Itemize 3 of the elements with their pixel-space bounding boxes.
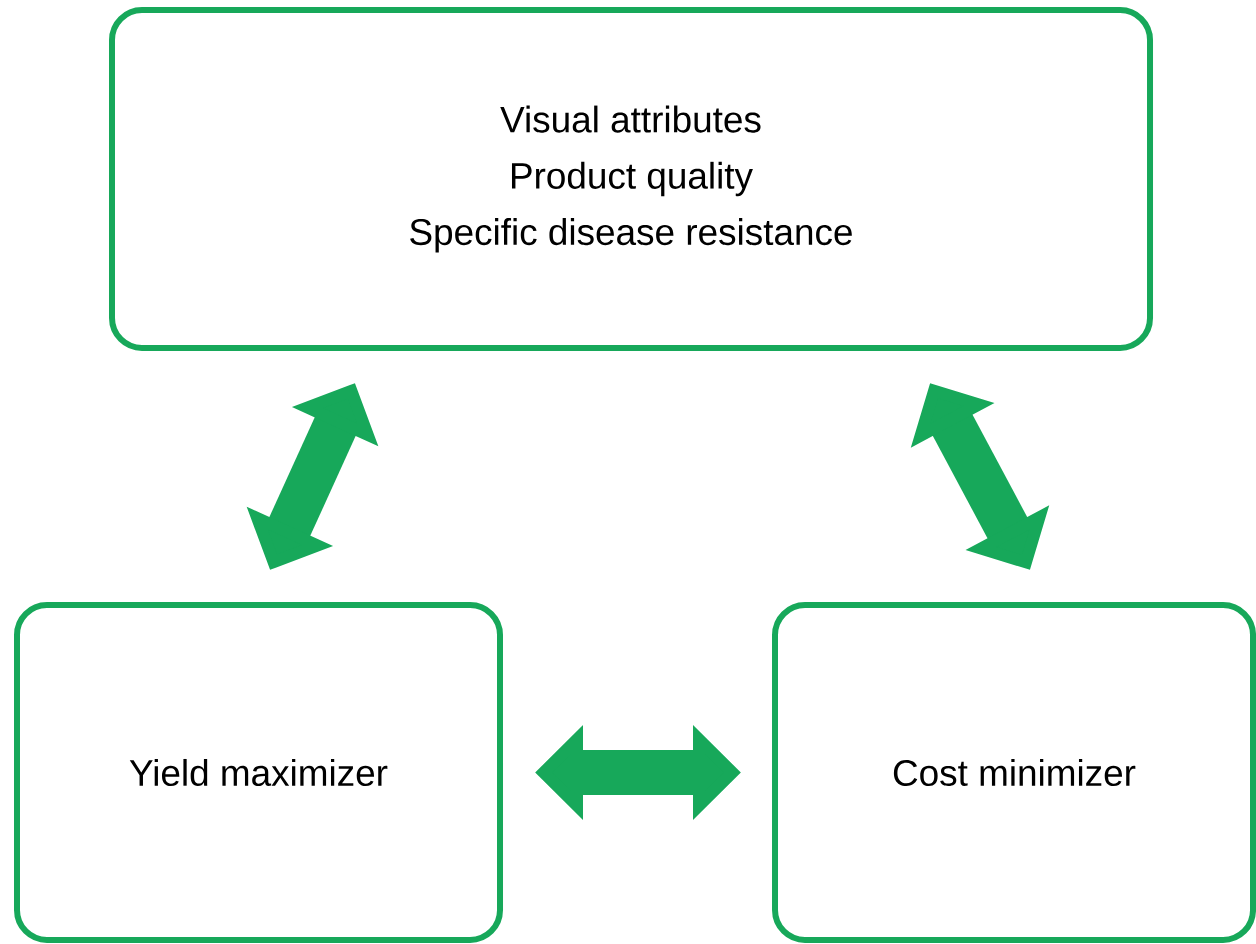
process-box: Visual attributes Product quality Specific disease resistance — [109, 7, 1153, 351]
process-box: Cost minimizer — [772, 602, 1256, 943]
process-box: Yield maximizer — [14, 602, 503, 943]
